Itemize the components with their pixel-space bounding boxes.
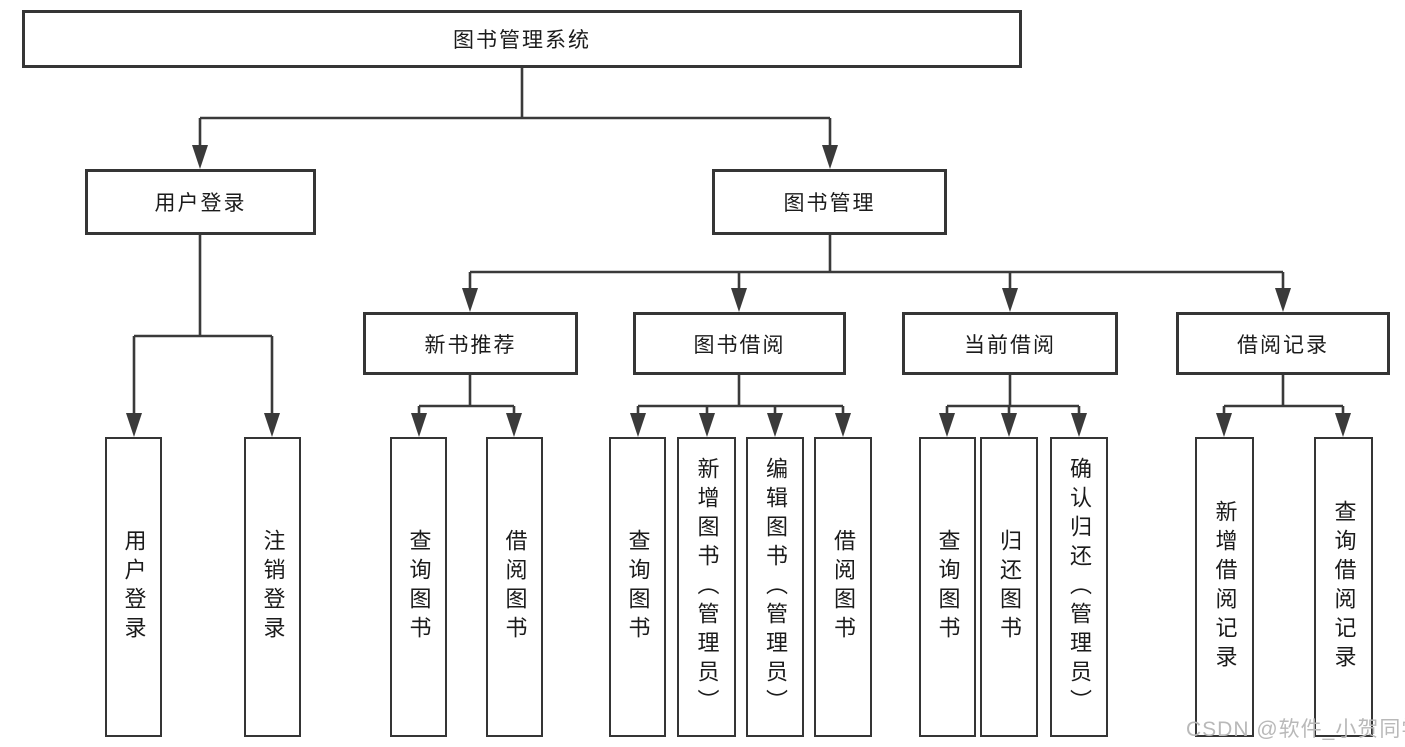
node-book-management: 图书管理 xyxy=(712,169,947,235)
node-new-book-recommendation: 新书推荐 xyxy=(363,312,578,375)
node-borrowing-records: 借阅记录 xyxy=(1176,312,1390,375)
leaf-logout: 注销登录 xyxy=(244,437,301,737)
node-current-borrowing: 当前借阅 xyxy=(902,312,1118,375)
leaf-edit-book-admin: 编辑图书（管理员） xyxy=(746,437,804,737)
leaf-query-books-recommend: 查询图书 xyxy=(390,437,447,737)
leaf-return-books: 归还图书 xyxy=(980,437,1038,737)
csdn-watermark: CSDN @软件_小贺同学 xyxy=(1186,718,1405,741)
node-book-borrowing: 图书借阅 xyxy=(633,312,846,375)
node-user-login: 用户登录 xyxy=(85,169,316,235)
node-library-management-system: 图书管理系统 xyxy=(22,10,1022,68)
leaf-borrow-books-borrowing: 借阅图书 xyxy=(814,437,872,737)
leaf-user-login: 用户登录 xyxy=(105,437,162,737)
leaf-query-books-borrowing: 查询图书 xyxy=(609,437,666,737)
leaf-borrow-books-recommend: 借阅图书 xyxy=(486,437,543,737)
leaf-query-books-current: 查询图书 xyxy=(919,437,976,737)
leaf-query-borrow-record: 查询借阅记录 xyxy=(1314,437,1373,737)
leaf-add-borrow-record: 新增借阅记录 xyxy=(1195,437,1254,737)
leaf-add-book-admin: 新增图书（管理员） xyxy=(677,437,736,737)
leaf-confirm-return-admin: 确认归还（管理员） xyxy=(1050,437,1108,737)
